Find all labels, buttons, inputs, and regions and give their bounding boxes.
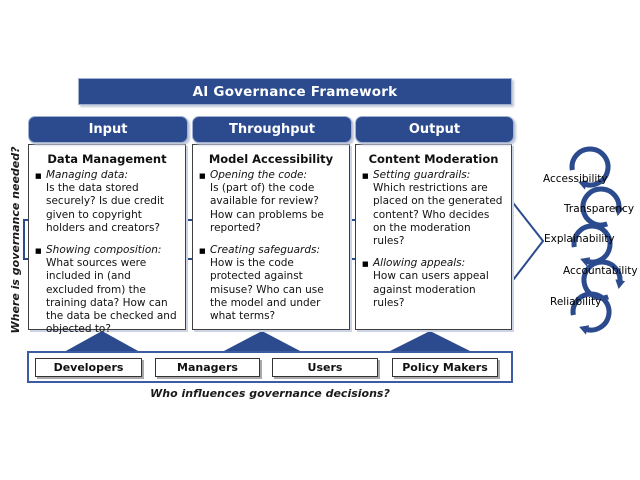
value-accessibility: Accessibility xyxy=(543,173,608,185)
item-lead: Allowing appeals: xyxy=(373,257,466,270)
item-text: How is the code protected against misuse… xyxy=(210,257,324,323)
value-transparency: Transparency xyxy=(564,203,635,215)
item-text: What sources were included in (and exclu… xyxy=(46,257,177,336)
stakeholder-label: Policy Makers xyxy=(402,361,488,374)
list-item: ■ Opening the code: Is (part of) the cod… xyxy=(199,169,343,235)
column-header-input-label: Input xyxy=(88,122,128,137)
item-lead: Creating safeguards: xyxy=(210,244,321,257)
input-box-title: Data Management xyxy=(47,152,167,166)
item-lead: Showing composition: xyxy=(46,244,162,257)
bottom-question: Who influences governance decisions? xyxy=(150,387,390,400)
stakeholder-label: Users xyxy=(307,361,343,374)
loop-arrow-icon xyxy=(569,146,611,190)
item-text: Which restrictions are placed on the gen… xyxy=(373,182,503,248)
value-reliability: Reliability xyxy=(550,296,602,308)
list-item: ■ Creating safeguards: How is the code p… xyxy=(199,244,343,323)
values-loop-chain xyxy=(569,146,626,335)
item-lead: Opening the code: xyxy=(210,169,308,181)
bullet-icon: ■ xyxy=(35,172,42,180)
stakeholder-managers: Managers xyxy=(155,358,260,377)
bullet-icon: ■ xyxy=(35,247,42,256)
list-item: ■ Managing data: Is the data stored secu… xyxy=(35,169,179,235)
column-header-output: Output xyxy=(355,116,514,143)
item-lead: Setting guardrails: xyxy=(373,169,471,181)
value-explainability: Explainability xyxy=(544,233,615,245)
throughput-box: Model Accessibility ■ Opening the code: … xyxy=(192,144,350,330)
column-header-input: Input xyxy=(28,116,188,143)
triangle-up-icon xyxy=(388,331,472,352)
list-item: ■ Showing composition: What sources were… xyxy=(35,244,179,336)
bullet-icon: ■ xyxy=(199,247,206,256)
value-accountability: Accountability xyxy=(563,265,638,277)
output-box: Content Moderation ■ Setting guardrails:… xyxy=(355,144,512,330)
framework-title: AI Governance Framework xyxy=(192,83,398,100)
column-header-throughput: Throughput xyxy=(192,116,352,143)
item-text: Is (part of) the code available for revi… xyxy=(210,182,324,234)
stakeholder-developers: Developers xyxy=(35,358,142,377)
framework-title-bar: AI Governance Framework xyxy=(78,78,512,105)
stakeholder-policy-makers: Policy Makers xyxy=(392,358,498,377)
stakeholder-users: Users xyxy=(272,358,378,377)
stakeholder-label: Managers xyxy=(177,361,238,374)
stakeholder-label: Developers xyxy=(53,361,124,374)
list-item: ■ Setting guardrails: Which restrictions… xyxy=(362,169,505,248)
list-item: ■ Allowing appeals: How can users appeal… xyxy=(362,257,505,310)
output-box-title: Content Moderation xyxy=(368,152,499,166)
item-text: How can users appeal against moderation … xyxy=(373,270,489,309)
item-lead: Managing data: xyxy=(46,169,129,181)
item-text: Is the data stored securely? Is due cred… xyxy=(46,182,164,234)
bullet-icon: ■ xyxy=(362,260,369,269)
triangle-up-icon xyxy=(222,331,302,352)
left-axis-question: Where is governance needed? xyxy=(9,146,22,334)
input-box: Data Management ■ Managing data: Is the … xyxy=(28,144,186,335)
triangle-up-icon xyxy=(64,331,140,352)
column-header-throughput-label: Throughput xyxy=(228,122,316,137)
throughput-box-title: Model Accessibility xyxy=(208,152,334,166)
bullet-icon: ■ xyxy=(199,172,206,180)
column-header-output-label: Output xyxy=(408,122,461,137)
bullet-icon: ■ xyxy=(362,172,369,180)
loop-arrow-icon xyxy=(570,291,612,335)
